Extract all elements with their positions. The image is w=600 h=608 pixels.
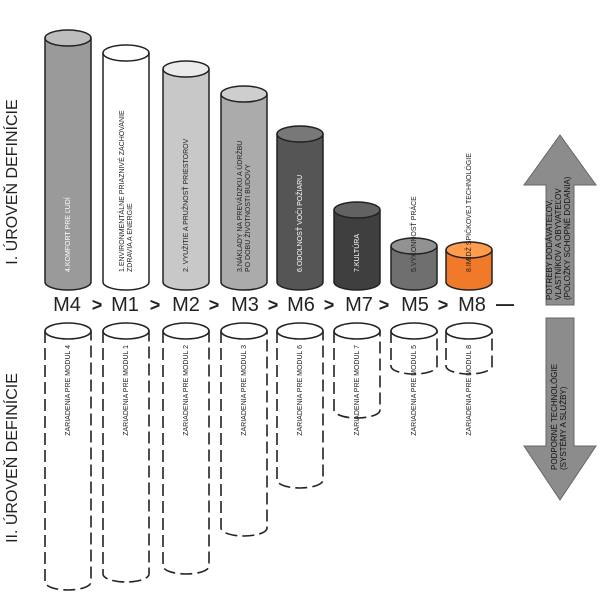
module-code-m8: M8 xyxy=(458,294,486,316)
cylinder-top xyxy=(220,85,268,103)
cylinder-label: 3.NÁKLADY NA PREVÁDZKU A ÚDRŽBU xyxy=(235,141,244,272)
down-arrow-label: PODPORNÉ TECHNOLÓGIE xyxy=(550,364,559,470)
facility-label: ZARIADENIA PRE MODUL 4 xyxy=(65,345,72,436)
module-code-m3: M3 xyxy=(231,294,259,316)
facility-label: ZARIADENIA PRE MODUL 2 xyxy=(183,345,190,436)
facility-m3: ZARIADENIA PRE MODUL 3 xyxy=(220,322,268,537)
facility-body xyxy=(102,331,150,583)
cylinder-m5: 5.VÝKONNOSŤ PRÁCE xyxy=(390,196,438,291)
module-code-m4: M4 xyxy=(53,294,81,316)
facility-label: ZARIADENIA PRE MODUL 8 xyxy=(466,345,473,436)
facility-top xyxy=(162,322,210,340)
facility-body xyxy=(220,331,268,537)
facility-m7: ZARIADENIA PRE MODUL 7 xyxy=(333,322,381,436)
cylinder-top xyxy=(445,241,493,259)
facility-m2: ZARIADENIA PRE MODUL 2 xyxy=(162,322,210,575)
facility-top xyxy=(445,322,493,340)
order-separator: > xyxy=(437,295,449,315)
module-code-m2: M2 xyxy=(172,294,200,316)
facility-body xyxy=(276,331,324,489)
order-separator: > xyxy=(378,295,390,315)
facility-m6: ZARIADENIA PRE MODUL 6 xyxy=(276,322,324,489)
facility-label: ZARIADENIA PRE MODUL 1 xyxy=(123,345,130,436)
facility-top xyxy=(220,322,268,340)
facility-label: ZARIADENIA PRE MODUL 3 xyxy=(241,345,248,436)
cylinder-top xyxy=(162,60,210,78)
cylinder-top xyxy=(390,237,438,255)
cylinder-body xyxy=(220,94,268,291)
cylinder-body xyxy=(162,69,210,291)
cylinder-top xyxy=(44,29,92,47)
cylinder-top xyxy=(276,125,324,143)
cylinder-label: 2. VYUŽITIE A PRUŽNOSŤ PRIESTOROV xyxy=(181,138,190,272)
cylinder-body xyxy=(445,250,493,291)
facility-label: ZARIADENIA PRE MODUL 6 xyxy=(297,345,304,436)
cylinder-label: ZDRAVIA A ENERGIE xyxy=(127,203,134,272)
facility-body xyxy=(162,331,210,575)
order-separator: > xyxy=(208,295,220,315)
module-code-m6: M6 xyxy=(287,294,315,316)
facility-top xyxy=(333,322,381,340)
cylinder-body xyxy=(102,53,150,291)
cylinder-m6: 6.ODOLNOSŤ VOČI POŽIARU xyxy=(276,125,324,291)
order-end-dash: — xyxy=(496,294,514,314)
facility-top xyxy=(390,322,438,340)
facility-top xyxy=(102,322,150,340)
cylinder-m4: 4.KOMFORT PRE ĽUDÍ xyxy=(44,29,92,291)
facility-m5: ZARIADENIA PRE MODUL 5 xyxy=(390,322,438,436)
cylinder-top xyxy=(333,201,381,219)
cylinder-body xyxy=(276,134,324,291)
up-arrow-label: VLASTNÍKOV A OBYVATEĽOV xyxy=(554,188,563,300)
facility-label: ZARIADENIA PRE MODUL 5 xyxy=(411,345,418,436)
cylinder-m2: 2. VYUŽITIE A PRUŽNOSŤ PRIESTOROV xyxy=(162,60,210,291)
facility-label: ZARIADENIA PRE MODUL 7 xyxy=(354,345,361,436)
cylinder-top xyxy=(102,44,150,62)
cylinder-body xyxy=(390,246,438,291)
module-code-m5: M5 xyxy=(401,294,429,316)
up-arrow-label: (POLOŽKY SCHOPNÉ DODANIA) xyxy=(563,176,572,300)
order-separator: > xyxy=(91,295,103,315)
cylinder-m7: 7.KULTÚRA xyxy=(333,201,381,291)
cylinder-label: PO DOBU ŽIVOTNOSTI BUDOVY xyxy=(243,164,252,272)
order-separator: > xyxy=(267,295,279,315)
facility-m1: ZARIADENIA PRE MODUL 1 xyxy=(102,322,150,583)
cylinder-label: 1.ENVIRONMENTÁLNE PRIAZNIVÉ ZACHOVANIE xyxy=(117,110,126,272)
down-arrow-shape xyxy=(523,317,597,501)
order-separator: > xyxy=(149,295,161,315)
cylinder-label: 8.IMIDŽ ŠPIČKOVEJ TECHNOLÓGIE xyxy=(464,153,473,272)
facility-body xyxy=(445,331,493,375)
cylinder-m8: 8.IMIDŽ ŠPIČKOVEJ TECHNOLÓGIE xyxy=(445,153,493,291)
up-arrow-shape xyxy=(523,134,597,306)
cylinder-body xyxy=(333,210,381,291)
up-arrow-label: POTREBY DODÁVATEĽOV, xyxy=(545,199,554,300)
cylinder-label: 5.VÝKONNOSŤ PRÁCE xyxy=(409,196,418,272)
facility-body xyxy=(390,331,438,375)
facility-m4: ZARIADENIA PRE MODUL 4 xyxy=(44,322,92,591)
cylinder-body xyxy=(44,38,92,291)
order-separator: > xyxy=(323,295,335,315)
facility-body xyxy=(333,331,381,419)
facility-top xyxy=(44,322,92,340)
facility-top xyxy=(276,322,324,340)
cylinder-label: 6.ODOLNOSŤ VOČI POŽIARU xyxy=(295,175,304,272)
cylinder-label: 7.KULTÚRA xyxy=(352,234,361,272)
level-2-title: II. ÚROVEŇ DEFINÍCIE xyxy=(4,373,21,543)
down-arrow-label: (SYSTÉMY A SLUŽBY) xyxy=(559,386,568,470)
module-code-m7: M7 xyxy=(345,294,373,316)
facility-m8: ZARIADENIA PRE MODUL 8 xyxy=(445,322,493,436)
module-code-m1: M1 xyxy=(111,294,139,316)
facility-body xyxy=(44,331,92,591)
level-1-title: I. ÚROVEŇ DEFINÍCIE xyxy=(4,99,21,265)
cylinder-label: 4.KOMFORT PRE ĽUDÍ xyxy=(63,197,72,272)
